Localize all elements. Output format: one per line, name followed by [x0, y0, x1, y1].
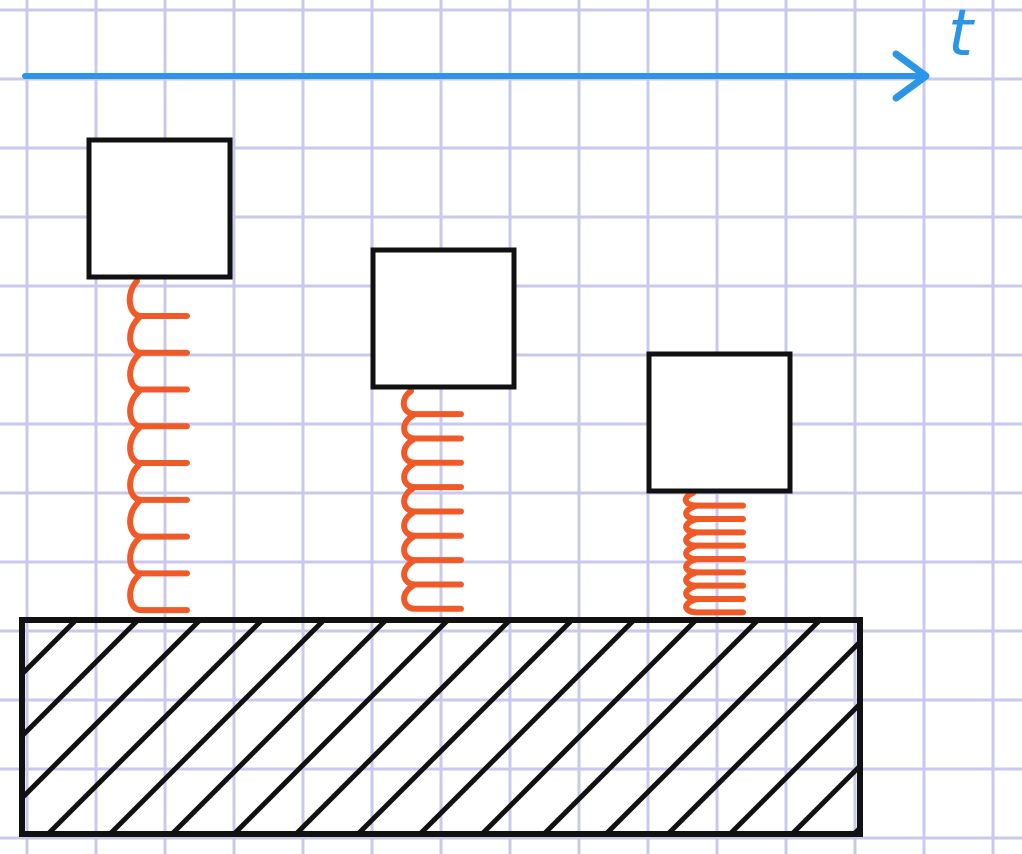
- ground-base: [0, 617, 863, 837]
- hatch-line: [479, 620, 699, 834]
- ground-hatching: [0, 620, 860, 834]
- hatch-line: [851, 824, 860, 834]
- hatch-line: [665, 638, 860, 834]
- hatch-line: [169, 620, 389, 834]
- hatch-line: [727, 700, 860, 834]
- hatch-line: [603, 620, 823, 834]
- time-axis: [22, 50, 930, 102]
- blocks-group: [86, 137, 793, 494]
- hatch-line: [355, 620, 575, 834]
- block-3: [646, 351, 793, 494]
- hatch-line: [541, 620, 761, 834]
- hatch-line: [293, 620, 513, 834]
- hatch-line: [417, 620, 637, 834]
- ground-outline: [19, 617, 863, 837]
- hatch-line: [22, 620, 79, 678]
- time-axis-label: t: [948, 0, 974, 71]
- hatch-line: [45, 620, 265, 834]
- block-1: [86, 137, 233, 280]
- hatch-line: [0, 620, 14, 834]
- spring-3: [682, 490, 746, 616]
- block-2: [370, 247, 517, 390]
- hatch-line: [789, 762, 860, 834]
- hatch-line: [107, 620, 327, 834]
- springs-group: [130, 281, 746, 616]
- hatch-line: [22, 620, 141, 740]
- hatch-line: [231, 620, 451, 834]
- hatch-line: [22, 620, 203, 802]
- arrow-right-icon: [892, 50, 930, 102]
